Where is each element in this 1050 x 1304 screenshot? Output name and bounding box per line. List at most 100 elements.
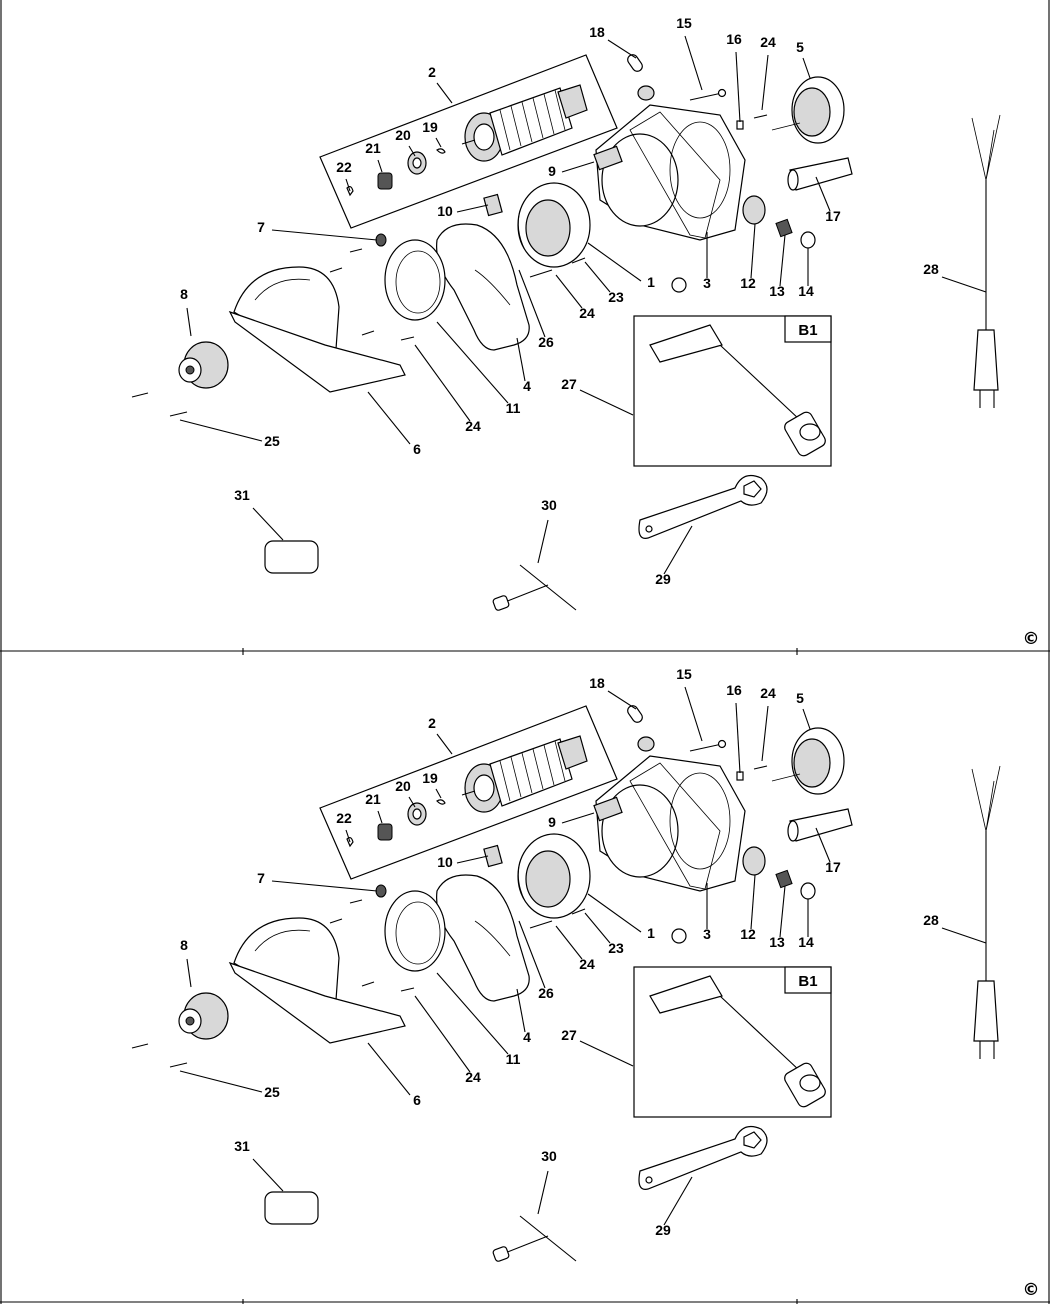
leader-line xyxy=(941,927,987,944)
part-number-label: 18 xyxy=(589,24,605,40)
pin xyxy=(736,120,744,130)
leader-line xyxy=(435,137,442,148)
leader-line xyxy=(408,796,416,808)
part-number-label: 7 xyxy=(257,870,265,886)
leader-line xyxy=(271,229,378,241)
pinion xyxy=(377,823,393,841)
part-number-label: 30 xyxy=(541,1148,557,1164)
carbon-brush xyxy=(775,869,793,889)
leader-line xyxy=(435,788,442,799)
part-number-label: 20 xyxy=(395,127,411,143)
leader-line xyxy=(815,827,831,863)
leader-line xyxy=(941,276,987,293)
leader-line xyxy=(815,176,831,212)
clip-small xyxy=(671,928,687,944)
part-number-label: 9 xyxy=(548,163,556,179)
end-cover xyxy=(771,76,845,144)
leader-line xyxy=(802,57,811,79)
part-number-label: 27 xyxy=(561,1027,577,1043)
leader-line xyxy=(761,705,769,762)
part-number-label: 16 xyxy=(726,31,742,47)
leader-line xyxy=(456,855,489,864)
screw-long xyxy=(689,92,723,101)
leader-line xyxy=(735,702,741,774)
leader-line xyxy=(252,507,284,541)
leader-line xyxy=(186,307,192,337)
bearing-small xyxy=(637,85,655,101)
part-number-label: 24 xyxy=(579,305,595,321)
gear-housing xyxy=(436,223,530,351)
leader-line xyxy=(537,519,549,564)
parts-group xyxy=(131,705,853,1068)
leader-line xyxy=(750,223,756,279)
part-number-label: 25 xyxy=(264,433,280,449)
armature xyxy=(461,735,588,813)
part-number-label: 3 xyxy=(703,275,711,291)
leader-line xyxy=(802,708,811,730)
part-number-label: 28 xyxy=(923,261,939,277)
leader-line xyxy=(414,344,471,422)
leader-line xyxy=(607,39,637,59)
part-number-label: 3 xyxy=(703,926,711,942)
part-number-label: 26 xyxy=(538,985,554,1001)
blade-guard xyxy=(228,266,406,393)
leader-line xyxy=(579,389,634,416)
lock-button xyxy=(483,844,503,868)
leader-line xyxy=(561,812,595,824)
part-number-label: 11 xyxy=(506,400,521,416)
side-handle xyxy=(789,808,853,842)
brush-spring xyxy=(627,54,643,72)
leader-line xyxy=(663,1176,693,1226)
leader-line xyxy=(414,995,471,1073)
motor-housing xyxy=(595,104,746,241)
spanner xyxy=(638,475,768,539)
part-number-label: 22 xyxy=(336,810,352,826)
leader-line xyxy=(271,880,378,892)
part-number-label: 14 xyxy=(798,934,814,950)
part-number-label: 15 xyxy=(676,15,692,31)
part-number-label: 18 xyxy=(589,675,605,691)
leader-line xyxy=(555,925,583,960)
collar-ring xyxy=(384,239,446,321)
part-number-label: 15 xyxy=(676,666,692,682)
part-number-label: 4 xyxy=(523,378,531,394)
parts-group xyxy=(131,54,853,417)
end-cover xyxy=(771,727,845,795)
part-number-label: 17 xyxy=(825,859,841,875)
part-number-label: 24 xyxy=(465,418,481,434)
field-stator xyxy=(517,833,591,919)
part-number-label: 22 xyxy=(336,159,352,175)
leader-line xyxy=(408,145,416,157)
part-number-label: 5 xyxy=(796,690,804,706)
brush-holder xyxy=(742,195,766,225)
part-number-label: 17 xyxy=(825,208,841,224)
carbon-brush xyxy=(775,218,793,238)
clip-small xyxy=(671,277,687,293)
leader-line xyxy=(377,159,383,173)
part-number-label: 24 xyxy=(760,34,776,50)
brush-cap xyxy=(800,231,816,249)
part-number-label: 8 xyxy=(180,286,188,302)
screw-head xyxy=(375,233,387,247)
switch xyxy=(593,796,623,822)
brush-spring xyxy=(627,705,643,723)
leader-line xyxy=(436,972,509,1055)
part-number-label: 8 xyxy=(180,937,188,953)
part-number-label: 31 xyxy=(234,487,250,503)
leader-line xyxy=(587,893,642,933)
motor-housing xyxy=(595,755,746,892)
leader-line xyxy=(436,733,453,755)
leader-line xyxy=(516,337,526,382)
leader-line xyxy=(367,391,411,445)
part-number-label: 2 xyxy=(428,64,436,80)
blade-clamp xyxy=(178,992,229,1040)
part-number-label: 9 xyxy=(548,814,556,830)
screw-long xyxy=(689,743,723,752)
leader-line xyxy=(436,82,453,104)
leader-line xyxy=(579,1040,634,1067)
part-number-label: 10 xyxy=(437,854,453,870)
leader-line xyxy=(607,690,637,710)
leader-line xyxy=(555,274,583,309)
leader-line xyxy=(252,1158,284,1192)
